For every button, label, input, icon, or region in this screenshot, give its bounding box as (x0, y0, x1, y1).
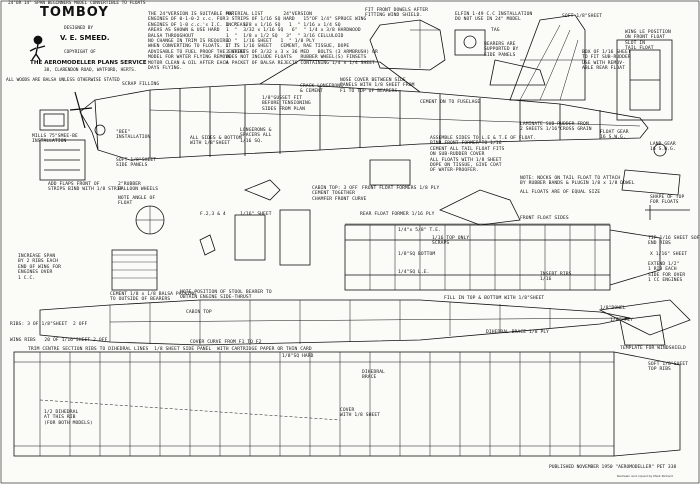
cover-curve-note: COVER CURVE FROM F1 TO F2 (190, 340, 262, 345)
floats-equal-note: ALL FLOATS ARE OF EQUAL SIZE (520, 190, 601, 195)
sides-bottom-note: ALL SIDES & BOTTOM WITH 1/8"SHEET (190, 136, 242, 147)
ribs-note: RIBS: 3 OF 1/8"SHEET 2 OFF (10, 322, 88, 327)
elfin-note: ELFIN 1·49 C.C INSTALLATION DO NOT USE I… (455, 12, 533, 23)
designer-name: V. E. SMEED. (60, 34, 110, 42)
cabin-note: CABIN TOP: 3 OFF CEMENT TOGETHER CHAMFER… (312, 186, 367, 202)
dihedral-rib-note: 1/2 DIHEDRAL AT THIS RIB (FOR BOTH MODEL… (44, 410, 93, 426)
page-title: TOMBOY (40, 5, 109, 20)
scrap-note: SCRAP FILLING (122, 82, 160, 87)
nose-cover-note: NOSE COVER BETWEEN SIDE PANELS WITH 1/8 … (340, 78, 415, 94)
fuselage-top-view (39, 299, 691, 346)
ply-note: 1/8" PLY (610, 318, 633, 323)
float-sides-note: FRONT FLOAT SIDES (520, 216, 569, 221)
float-gear-note: FLOAT GEAR 16 S.W.G. (600, 130, 629, 141)
land-gear-note: LAND GEAR 16 S.W.G. (650, 142, 676, 153)
rear-float-note: REAR FLOAT FORMER 1/16 PLY (360, 212, 435, 217)
float-details-right (616, 39, 690, 220)
balloon-note: 2"RUBBER BALLOON WHEELS (118, 182, 159, 193)
wing-plan-view (13, 351, 681, 457)
cover-note: COVER WITH 1/8 SHEET (340, 408, 381, 419)
woods-note: ALL WOODS ARE BALSA UNLESS OTHERWISE STA… (6, 78, 120, 83)
gusset-note: 1/8"GUSSET FIT BEFORE TENSIONING SIDES F… (262, 96, 311, 112)
engine-mount-details (39, 109, 106, 181)
le-note: 1/4"SQ L.E. (398, 270, 430, 275)
wing-position-note: WING LE POSITION ON FRONT FLOAT SLOT IN … (625, 30, 671, 52)
bee-install-note: "BEE" INSTALLATION (116, 130, 151, 141)
tag-label: TAG (491, 28, 500, 33)
float-front-note: FIT FRONT DOWELS AFTER FITTING WIND SHIE… (365, 8, 429, 19)
te-note: 1/4"x 5/8" T.E. (398, 228, 441, 233)
plans-service: THE AEROMODELLER PLANS SERVICE (30, 60, 147, 66)
span-note: 24"OR 14" SPAN BEGINNERS MODEL CONVERTIB… (8, 1, 146, 6)
extend-note: EXTEND 1/2" 1 RIB EACH SIDE FOR OVER 1 C… (648, 262, 686, 284)
hard-spar-note: 1/8"SQ HARD (282, 354, 314, 359)
template-note: TEMPLATE FOR WINDSHIELD (620, 346, 686, 351)
copyright-label: COPYRIGHT OF (64, 50, 96, 55)
dihedral-brace-note: DIHEDRAL BRACE (362, 370, 385, 381)
front-float-note: FRONT FLOAT FORMERS 1/8 PLY (362, 186, 440, 191)
address: 38, CLARENDON ROAD, WATFORD, HERTS. (44, 68, 137, 73)
x-sheet-note: X 1/16" SHEET (650, 252, 688, 257)
angle-note: NOTE ANGLE OF FLOAT (118, 196, 156, 207)
designer-logo-icon (29, 35, 46, 61)
tip-ribs-note: TIP 1/16 SHEET SOFT END RIBS (648, 236, 700, 247)
notches-note: NOTE: NOCKS ON TAIL FLOAT TO ATTACH BY R… (520, 176, 635, 187)
tip-only-note: 1/16 TOP ONLY SCRAPS (432, 236, 470, 247)
cabin-top-note: CABIN TOP (186, 310, 212, 315)
dowel-note: 1/8"DOWEL (600, 306, 626, 311)
tail-fin-view (509, 14, 586, 101)
publication-note: PUBLISHED NOVEMBER 1950 "AEROMODELLER" P… (549, 465, 677, 470)
redrawn-stamp: Redrawn and copied by Mark Rickard (617, 474, 673, 478)
wing-ribs-note: WING RIBS 20 OF 1/16"SHEET 2 OFF (10, 338, 108, 343)
material-list: MATERIAL LIST 24"VERSION 3 STRIPS OF 1/1… (226, 12, 378, 66)
position-note: NOTE POSITION OF STOOL BEARER TO OBTAIN … (180, 290, 272, 301)
longerons-note: LONGERONS & SPACERS ALL 1/16 SQ. (240, 128, 272, 144)
designed-by-label: DESIGNED BY (64, 26, 94, 31)
fill-note: FILL IN TOP & BOTTOM WITH 1/8"SHEET (444, 296, 545, 301)
crack-note: CRACK LONGERONS & CEMENT (300, 84, 343, 95)
fuselage-side-view (69, 59, 649, 161)
assemble-note: ASSEMBLE SIDES TO L.E & T.E OF FLOAT. BI… (430, 136, 537, 174)
soft-side-note: SOFT 1/8"SHEET SIDE PANELS (116, 158, 157, 169)
version-note: THE 24"VERSION IS SUITABLE FOR ENGINES O… (148, 12, 249, 72)
bearers-note: BEARERS ARE SUPPORTED BY SIDE PANELS (484, 42, 519, 58)
increase-note: INCREASE SPAN BY 2 RIBS EACH END OF WING… (18, 254, 61, 281)
cement-block-note: CEMENT 1/8 x 1/8 BALSA PACKING TO OUTSID… (110, 292, 196, 303)
box-fin-note: BOX OF 1/16 SHEET TO FIT SUB-RUDDER USE … (582, 50, 631, 72)
soft-sheet-note: SOFT 1/8"SHEET (562, 14, 603, 19)
bottom-note: 1/8"SQ BOTTOM (398, 252, 436, 257)
tail-float-note: SHAPE OF TOP FOR FLOATS (650, 195, 685, 206)
trim-note: TRIM CENTRE SECTION RIBS TO DIHEDRAL LIN… (28, 347, 312, 352)
inset-ribs-note: INSERT RIBS 1/16 (540, 272, 572, 283)
windshield-template (619, 314, 666, 346)
soft-le-note: SOFT 1/8"SHEET TOP RIBS (648, 362, 689, 373)
float-front-strip-note: ADD FLAPS FRONT OF STRIPS BIND WITH 1/8 … (48, 182, 123, 193)
dihedral-note: DIHEDRAL BRACE 1/8 PLY (486, 330, 550, 335)
former-shapes (111, 159, 521, 291)
cement-note: CEMENT ON TO FUSELAGE (420, 100, 481, 105)
mills-note: MILLS 75"SMEE-BE INSTALLATION (32, 134, 78, 145)
f-sheet-note: F.2,3 & 4 1/16" SHEET (200, 212, 272, 217)
cowl-detail (369, 19, 546, 86)
float-plan-view (344, 224, 661, 291)
rudder-note: LAMINATE SUB RUDDER FROM 2 SHEETS 1/16"C… (520, 122, 592, 133)
